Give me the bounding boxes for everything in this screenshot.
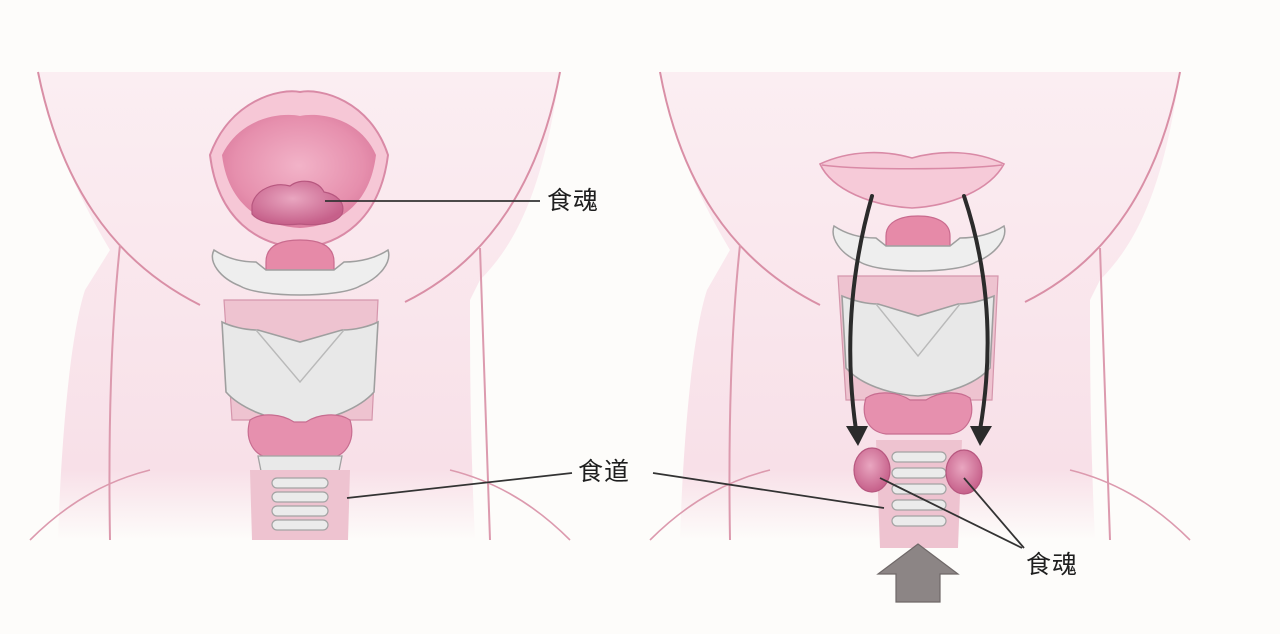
esophagus-label: 食道 <box>578 459 630 484</box>
left-panel <box>30 72 572 540</box>
right-bolus-right <box>946 450 982 494</box>
right-bolus-label: 食魂 <box>1026 552 1078 577</box>
left-bolus-label: 食魂 <box>547 188 599 213</box>
upward-push-arrow <box>878 544 958 602</box>
right-bolus-left <box>854 448 890 492</box>
right-panel <box>650 72 1190 602</box>
